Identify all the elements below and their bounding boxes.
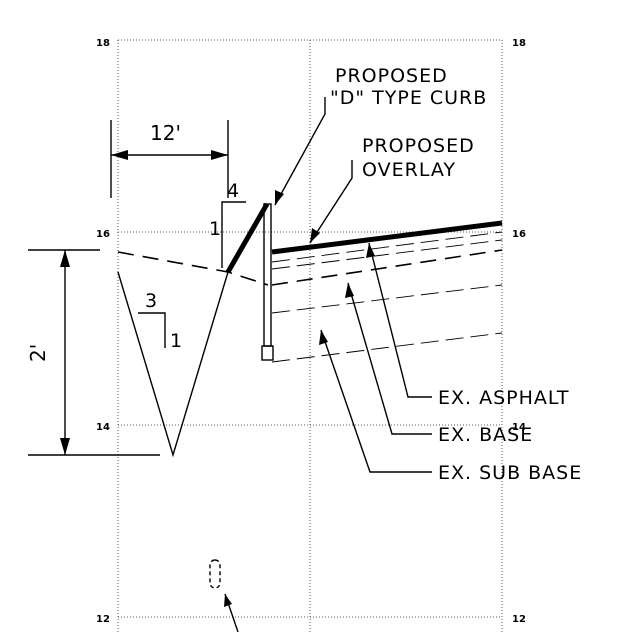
right-axis-ticks: 18 16 14 12	[512, 38, 526, 625]
leader-proposed-overlay	[309, 160, 353, 244]
depth-dimension-label: 2'	[26, 344, 50, 362]
curb-slope-indicator: 4 1	[209, 180, 246, 268]
left-tick-16: 16	[96, 229, 110, 240]
curb-slope-rise: 1	[209, 218, 221, 240]
right-tick-16: 16	[512, 229, 526, 240]
ditch-slope-run: 3	[145, 290, 157, 312]
label-proposed-curb-2: "D" TYPE CURB	[330, 87, 487, 109]
leader-ex-asphalt	[366, 242, 432, 398]
width-dimension-label: 12'	[150, 121, 181, 145]
dashed-capsule-symbol	[209, 559, 221, 589]
callout-labels: PROPOSED "D" TYPE CURB PROPOSED OVERLAY …	[330, 65, 582, 484]
ditch-slope-indicator: 3 1	[138, 290, 182, 352]
left-axis-ticks: 18 16 14 12	[96, 38, 110, 625]
leader-ex-base	[345, 282, 432, 435]
label-ex-base: EX. BASE	[438, 424, 533, 446]
leader-ex-sub-base	[319, 329, 432, 473]
label-proposed-overlay-1: PROPOSED	[362, 135, 475, 157]
right-tick-14: 14	[512, 422, 526, 433]
right-tick-12: 12	[512, 614, 526, 625]
label-proposed-curb-1: PROPOSED	[335, 65, 448, 87]
width-dimension: 12'	[110, 120, 229, 198]
label-ex-sub-base: EX. SUB BASE	[438, 462, 582, 484]
left-tick-12: 12	[96, 614, 110, 625]
depth-dimension: 2'	[26, 249, 160, 456]
leader-bottom-note	[224, 593, 239, 632]
curb	[225, 202, 274, 361]
right-tick-18: 18	[512, 38, 526, 49]
left-tick-14: 14	[96, 422, 110, 433]
proposed-overlay-line	[271, 220, 503, 255]
label-ex-asphalt: EX. ASPHALT	[438, 387, 569, 409]
label-proposed-overlay-2: OVERLAY	[362, 159, 456, 181]
leader-proposed-curb	[274, 97, 326, 206]
existing-layers	[271, 231, 503, 363]
curb-slope-run: 4	[227, 180, 239, 202]
ditch-slope-rise: 1	[170, 330, 182, 352]
left-tick-18: 18	[96, 38, 110, 49]
